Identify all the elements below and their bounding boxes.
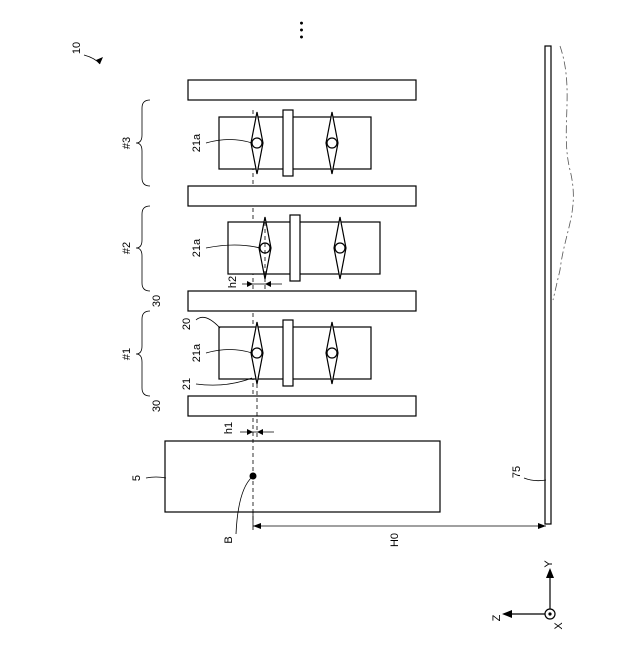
ref-element-label: 21 [181, 378, 193, 390]
ref-element-a-label-1: 21a [191, 343, 203, 362]
group-3-brace [136, 100, 150, 186]
x-axis-dot [548, 612, 551, 615]
hole-b-group-2 [335, 243, 345, 253]
member-group-1 [219, 327, 371, 379]
group-1-brace [136, 311, 150, 396]
hole-a-group-3 [252, 138, 262, 148]
z-axis-label: Z [491, 614, 503, 621]
ref-element-a-label-2: 21a [191, 238, 203, 257]
group-1-label: #1 [121, 348, 133, 360]
hole-a-group-1 [252, 348, 262, 358]
divider-group-2 [290, 215, 300, 281]
ref-device-arrowhead [96, 57, 103, 64]
h2-arrow-right [265, 281, 271, 287]
h2-arrow-left [247, 281, 253, 287]
group-2-brace [136, 206, 150, 291]
ref-spacer-label-lower: 30 [151, 400, 163, 412]
floor-plate [545, 46, 551, 524]
spacer-bar-3 [188, 291, 416, 311]
ref-h2-label: h2 [227, 276, 239, 288]
member-group-3 [219, 117, 371, 169]
floor-breakline [553, 46, 573, 300]
ref-base-leader [146, 477, 166, 478]
hole-b-group-3 [327, 138, 337, 148]
ref-spacer-label-upper: 30 [151, 295, 163, 307]
h1-arrow-right [257, 429, 263, 435]
continuation-dots: • • • [296, 21, 308, 39]
base-block [165, 441, 440, 512]
coordinate-axes: Y Z X [491, 560, 565, 630]
member-group-2 [228, 222, 380, 274]
h1-arrow-left [247, 429, 253, 435]
ref-floor-label: 75 [511, 466, 523, 478]
y-axis-arrowhead [546, 568, 554, 578]
spacer-bar-bottom [188, 396, 416, 416]
h0-arrow-left [253, 523, 261, 529]
ref-h1-label: h1 [223, 422, 235, 434]
ref-floor-leader [524, 478, 546, 481]
ref-member-label: 20 [181, 318, 193, 330]
ref-device-label: 10 [71, 42, 83, 54]
ref-element-a-label-3: 21a [191, 133, 203, 152]
ref-point-label: B [223, 536, 235, 543]
hole-b-group-1 [327, 348, 337, 358]
spacer-bar-top [188, 80, 416, 100]
y-axis-label: Y [543, 560, 555, 568]
group-3-label: #3 [121, 137, 133, 149]
divider-group-3 [283, 110, 293, 176]
ref-base-label: 5 [131, 475, 143, 481]
z-axis-arrowhead [502, 610, 512, 618]
ref-member-leader [196, 317, 220, 328]
x-axis-label: X [553, 622, 565, 630]
group-2-label: #2 [121, 242, 133, 254]
divider-group-1 [283, 320, 293, 386]
ref-height-label: H0 [389, 533, 401, 547]
spacer-bar-2 [188, 186, 416, 206]
